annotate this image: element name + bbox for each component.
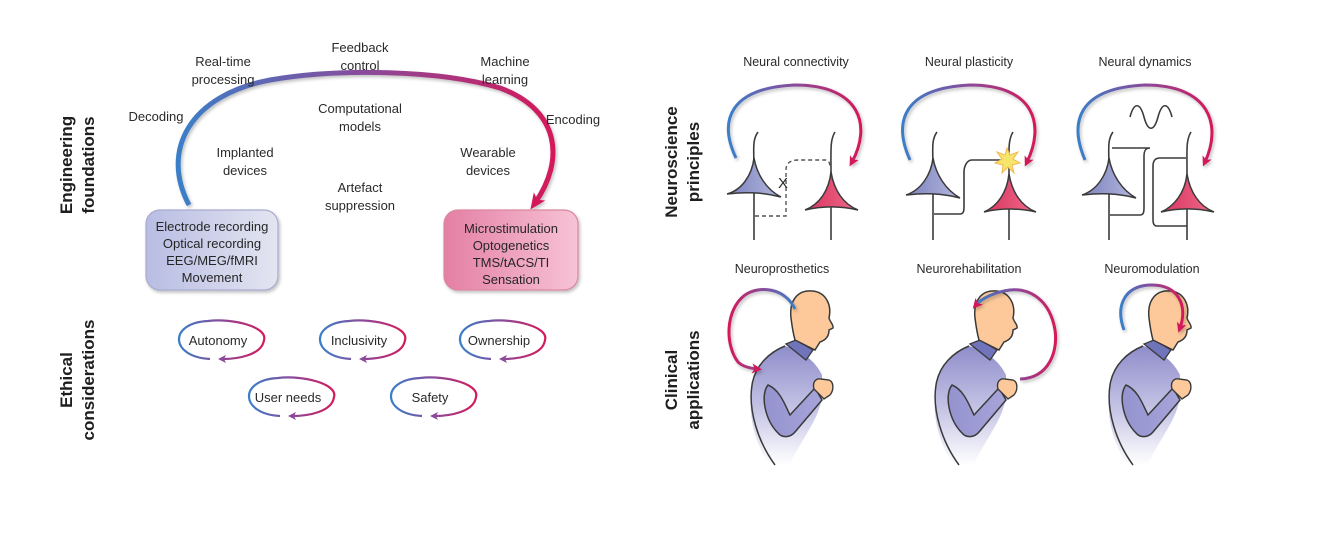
neuron-red xyxy=(983,131,1037,240)
ethics-loop-safety: Safety xyxy=(390,376,478,420)
ethics-label: Ownership xyxy=(468,333,530,348)
application-title-neuromodulation: Neuromodulation xyxy=(1104,262,1199,276)
fist xyxy=(812,378,834,400)
label-realtime-1: Real-time xyxy=(195,54,251,69)
ethics-label: User needs xyxy=(255,390,322,405)
label-feedback-2: control xyxy=(340,58,379,73)
ethical-section: Ethical considerations Autonomy Inclusivi… xyxy=(57,319,547,441)
principle-title-plasticity: Neural plasticity xyxy=(925,55,1014,69)
collar xyxy=(784,339,814,361)
arm xyxy=(763,384,823,438)
recording-box: Electrode recording Optical recording EE… xyxy=(145,209,279,291)
oscillation-wave-icon xyxy=(1129,104,1173,130)
label-computational-1: Computational xyxy=(318,101,402,116)
recurrent-connection-1 xyxy=(1110,147,1151,216)
neural-plasticity-diagram xyxy=(901,83,1037,240)
section-label-engineering-2: foundations xyxy=(79,116,98,213)
section-label-ethical-2: considerations xyxy=(79,320,98,441)
recording-item: Optical recording xyxy=(163,236,261,251)
ethics-loop-arrow xyxy=(178,319,266,363)
recording-item: Electrode recording xyxy=(156,219,269,234)
section-label-clinical-2: applications xyxy=(684,330,703,429)
section-label-neuroscience-1: Neuroscience xyxy=(662,106,681,218)
fist xyxy=(996,378,1018,400)
broken-connection xyxy=(755,159,831,217)
clinical-section: Clinical applications Neuroprosthetics N… xyxy=(662,262,1200,466)
neurorehabilitation-loop-arrow xyxy=(972,288,1058,381)
person-neuromodulation xyxy=(1108,290,1192,466)
neuron-blue xyxy=(726,131,782,240)
ethics-loop-arrow xyxy=(390,376,478,420)
recurrent-connection-2 xyxy=(1152,157,1187,227)
arm xyxy=(947,384,1007,438)
label-machine-learning-2: learning xyxy=(482,72,528,87)
recording-item: EEG/MEG/fMRI xyxy=(166,253,258,268)
label-wearable-2: devices xyxy=(466,163,511,178)
label-encoding: Encoding xyxy=(546,112,600,127)
label-realtime-2: processing xyxy=(192,72,255,87)
label-wearable-1: Wearable xyxy=(460,145,515,160)
neuroscience-section: Neuroscience principles Neural connectiv… xyxy=(662,55,1215,240)
arm xyxy=(1121,384,1181,438)
section-label-engineering-1: Engineering xyxy=(57,116,76,214)
person-neurorehabilitation xyxy=(934,290,1018,466)
ethics-loop-arrow xyxy=(459,319,547,363)
principle-title-connectivity: Neural connectivity xyxy=(743,55,849,69)
block-x-icon: X xyxy=(778,175,788,192)
stimulation-item: Sensation xyxy=(482,272,540,287)
label-machine-learning-1: Machine xyxy=(480,54,529,69)
section-label-clinical-1: Clinical xyxy=(662,350,681,410)
ethics-loop-user-needs: User needs xyxy=(248,376,336,420)
stimulation-item: Optogenetics xyxy=(473,238,550,253)
ethics-label: Inclusivity xyxy=(331,333,388,348)
recording-item: Movement xyxy=(182,270,243,285)
head xyxy=(790,290,834,351)
ethics-loop-ownership: Ownership xyxy=(459,319,547,363)
neuron-red xyxy=(1160,131,1215,240)
label-implanted-1: Implanted xyxy=(216,145,273,160)
neuromodulation-loop-arrow xyxy=(1119,283,1187,333)
loop-arrow xyxy=(726,83,863,167)
collar xyxy=(1142,339,1172,361)
ethics-label: Safety xyxy=(412,390,449,405)
head xyxy=(1148,290,1192,351)
loop-arrow xyxy=(901,83,1037,167)
ethics-loop-arrow xyxy=(319,319,407,363)
engineering-section: Engineering foundations Decoding Encodin… xyxy=(57,40,600,291)
label-artefact-2: suppression xyxy=(325,198,395,213)
section-label-neuroscience-2: principles xyxy=(684,122,703,202)
neuroprosthetics-loop-arrow xyxy=(727,288,797,374)
ethics-loop-arrow xyxy=(248,376,336,420)
plasticity-spark-icon xyxy=(993,146,1022,175)
label-computational-2: models xyxy=(339,119,381,134)
principle-title-dynamics: Neural dynamics xyxy=(1098,55,1191,69)
stimulation-box: Microstimulation Optogenetics TMS/tACS/T… xyxy=(443,209,579,291)
fist xyxy=(1170,378,1192,400)
label-feedback-1: Feedback xyxy=(331,40,389,55)
label-implanted-2: devices xyxy=(223,163,268,178)
stimulation-item: TMS/tACS/TI xyxy=(473,255,550,270)
ethics-label: Autonomy xyxy=(189,333,248,348)
loop-arrow xyxy=(1076,83,1214,167)
head xyxy=(974,290,1018,351)
label-artefact-1: Artefact xyxy=(338,180,383,195)
synapse-connection xyxy=(934,159,1006,215)
person-neuroprosthetics xyxy=(750,290,834,466)
stimulation-item: Microstimulation xyxy=(464,221,558,236)
closed-loop-arrow xyxy=(175,69,556,210)
neuron-blue xyxy=(905,131,961,240)
neuron-blue xyxy=(1081,131,1137,240)
collar xyxy=(968,339,998,361)
section-label-ethical-1: Ethical xyxy=(57,352,76,408)
ethics-loop-autonomy: Autonomy xyxy=(178,319,266,363)
neural-dynamics-diagram xyxy=(1076,83,1215,240)
ethics-loop-inclusivity: Inclusivity xyxy=(319,319,407,363)
neuron-red xyxy=(804,131,859,240)
application-title-neuroprosthetics: Neuroprosthetics xyxy=(735,262,830,276)
application-title-neurorehabilitation: Neurorehabilitation xyxy=(917,262,1022,276)
label-decoding: Decoding xyxy=(129,109,184,124)
neural-connectivity-diagram: X xyxy=(726,83,863,240)
